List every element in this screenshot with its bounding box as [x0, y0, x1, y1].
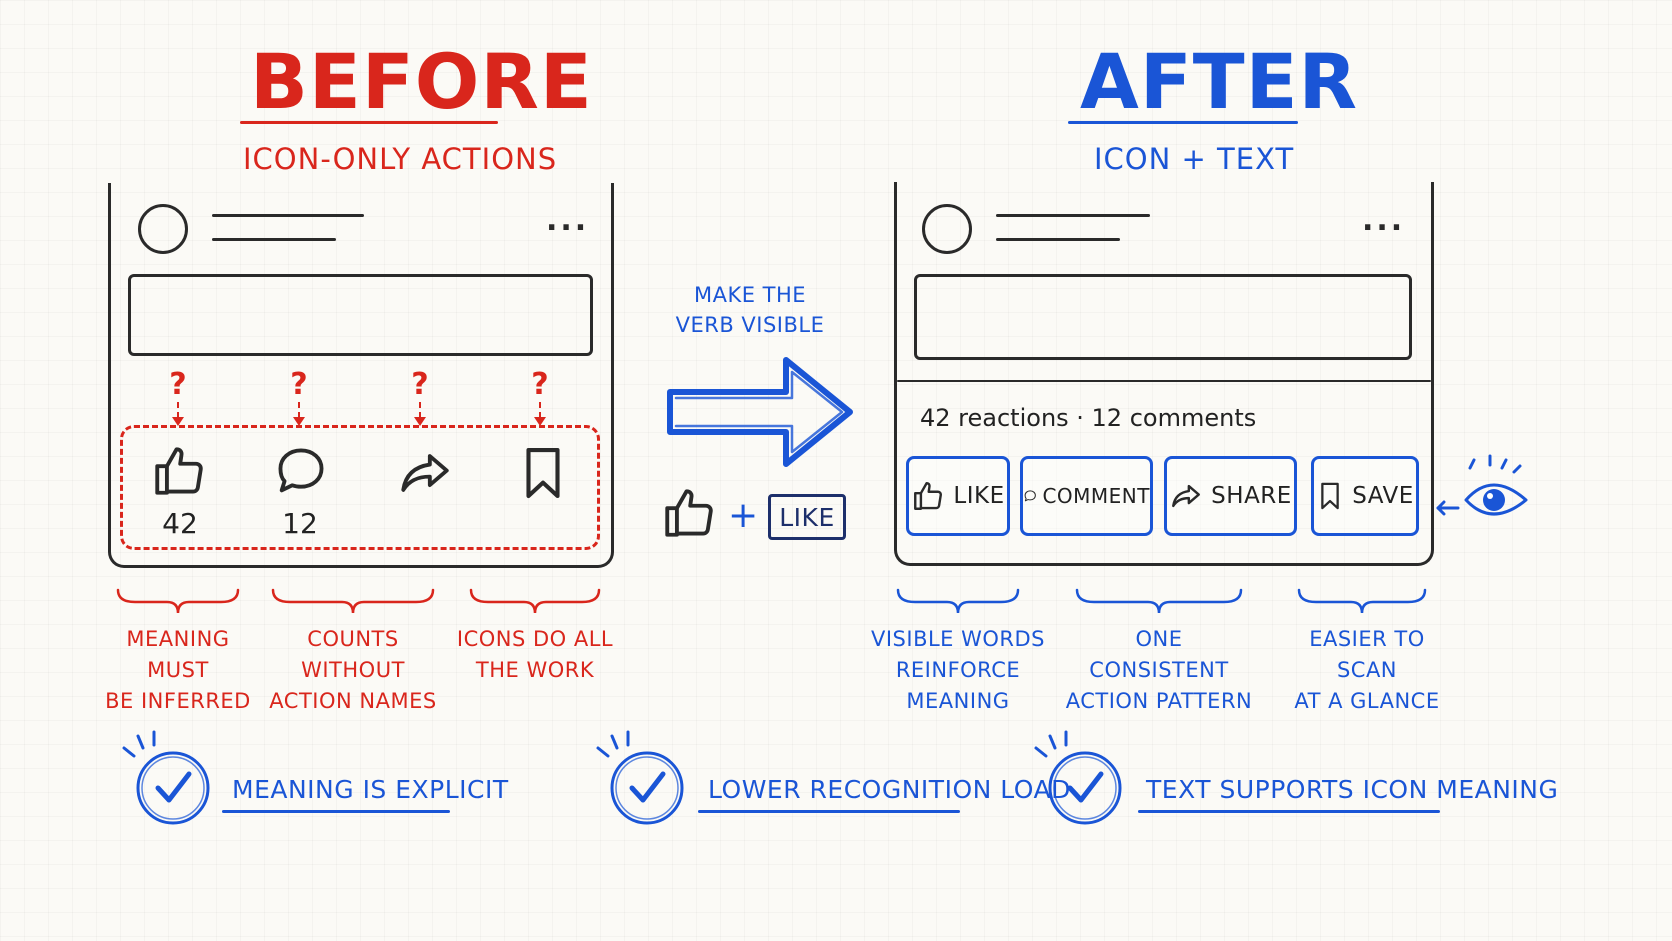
before-comment-count: 12: [282, 507, 318, 540]
thumbs-up-icon: [665, 489, 713, 537]
before-icon-row-highlight: [120, 425, 600, 550]
check-circle-icon: [596, 730, 684, 825]
before-title-underline: [240, 121, 498, 124]
after-brace-1: [896, 588, 1020, 614]
thumbs-up-icon[interactable]: [150, 442, 208, 500]
benefit-3: TEXT SUPPORTS ICON MEANING: [1146, 775, 1559, 804]
before-arrowhead-save: [534, 417, 546, 426]
bookmark-icon[interactable]: [516, 444, 570, 502]
benefit-3-underline: [1138, 810, 1440, 813]
before-title: BEFORE: [250, 37, 593, 126]
before-name-line: [212, 214, 364, 217]
check-circle-icon: [1034, 730, 1122, 825]
after-brace-2: [1075, 588, 1243, 614]
right-arrow-icon: [667, 357, 853, 467]
like-button-label: LIKE: [953, 483, 1005, 509]
speech-bubble-icon[interactable]: [272, 442, 330, 500]
after-more-menu-icon[interactable]: ...: [1362, 203, 1406, 238]
after-subtitle: ICON + TEXT: [1094, 142, 1295, 176]
middle-note: MAKE THE VERB VISIBLE: [675, 283, 825, 337]
comment-button-label: COMMENT: [1042, 484, 1150, 508]
before-question-mark-share: ?: [411, 367, 429, 402]
before-avatar: [138, 204, 188, 254]
before-more-menu-icon[interactable]: ...: [546, 203, 590, 238]
before-brace-2: [271, 588, 435, 614]
after-caption-3: EASIER TO SCAN AT A GLANCE: [1294, 627, 1440, 713]
benefit-1-underline: [222, 810, 450, 813]
before-arrowhead-like: [172, 417, 184, 426]
before-meta-line: [212, 238, 336, 241]
before-question-mark-comment: ?: [290, 367, 308, 402]
plus-sign: +: [728, 495, 759, 536]
before-caption-2: COUNTS WITHOUT ACTION NAMES: [269, 627, 437, 713]
eye-icon: [1436, 454, 1528, 516]
before-subtitle: ICON-ONLY ACTIONS: [243, 142, 558, 176]
before-dash-arrow-share: [419, 402, 421, 418]
thumbs-up-icon: [914, 482, 943, 510]
after-phone-frame: [894, 182, 1434, 566]
before-dash-arrow-save: [539, 402, 541, 418]
benefit-2: LOWER RECOGNITION LOAD: [708, 775, 1071, 804]
before-brace-1: [116, 588, 240, 614]
comment-button[interactable]: COMMENT: [1020, 456, 1153, 536]
before-arrowhead-comment: [293, 417, 305, 426]
share-button[interactable]: SHARE: [1164, 456, 1297, 536]
after-name-line: [996, 214, 1150, 217]
benefit-1: MEANING IS EXPLICIT: [232, 775, 509, 804]
after-divider: [897, 380, 1431, 382]
before-question-mark-like: ?: [169, 367, 187, 402]
after-caption-1: VISIBLE WORDS REINFORCE MEANING: [870, 627, 1046, 713]
before-question-mark-save: ?: [531, 367, 549, 402]
before-phone-frame: [108, 183, 614, 568]
before-brace-3: [469, 588, 601, 614]
share-button-label: SHARE: [1211, 483, 1292, 509]
after-caption-2: ONE CONSISTENT ACTION PATTERN: [1065, 627, 1253, 713]
like-button[interactable]: LIKE: [906, 456, 1010, 536]
after-meta-line: [996, 238, 1120, 241]
before-like-count: 42: [162, 507, 198, 540]
after-title: AFTER: [1080, 37, 1359, 126]
like-label-box: LIKE: [768, 494, 846, 540]
benefit-2-underline: [698, 810, 960, 813]
speech-bubble-icon: [1024, 490, 1036, 502]
before-caption-1: MEANING MUST BE INFERRED: [105, 627, 251, 713]
after-title-underline: [1068, 121, 1298, 124]
bookmark-icon: [1321, 482, 1340, 510]
after-engagement-stats: 42 reactions · 12 comments: [920, 404, 1257, 432]
before-dash-arrow-comment: [298, 402, 300, 418]
save-button[interactable]: SAVE: [1311, 456, 1419, 536]
before-arrowhead-share: [414, 417, 426, 426]
before-dash-arrow-like: [177, 402, 179, 418]
save-button-label: SAVE: [1352, 483, 1414, 509]
after-media-placeholder: [914, 274, 1412, 360]
check-circle-icon: [122, 730, 210, 825]
share-arrow-icon[interactable]: [396, 444, 454, 502]
after-avatar: [922, 204, 972, 254]
before-media-placeholder: [128, 274, 593, 356]
before-caption-3: ICONS DO ALL THE WORK: [456, 627, 614, 682]
share-arrow-icon: [1172, 484, 1201, 508]
after-brace-3: [1297, 588, 1427, 614]
